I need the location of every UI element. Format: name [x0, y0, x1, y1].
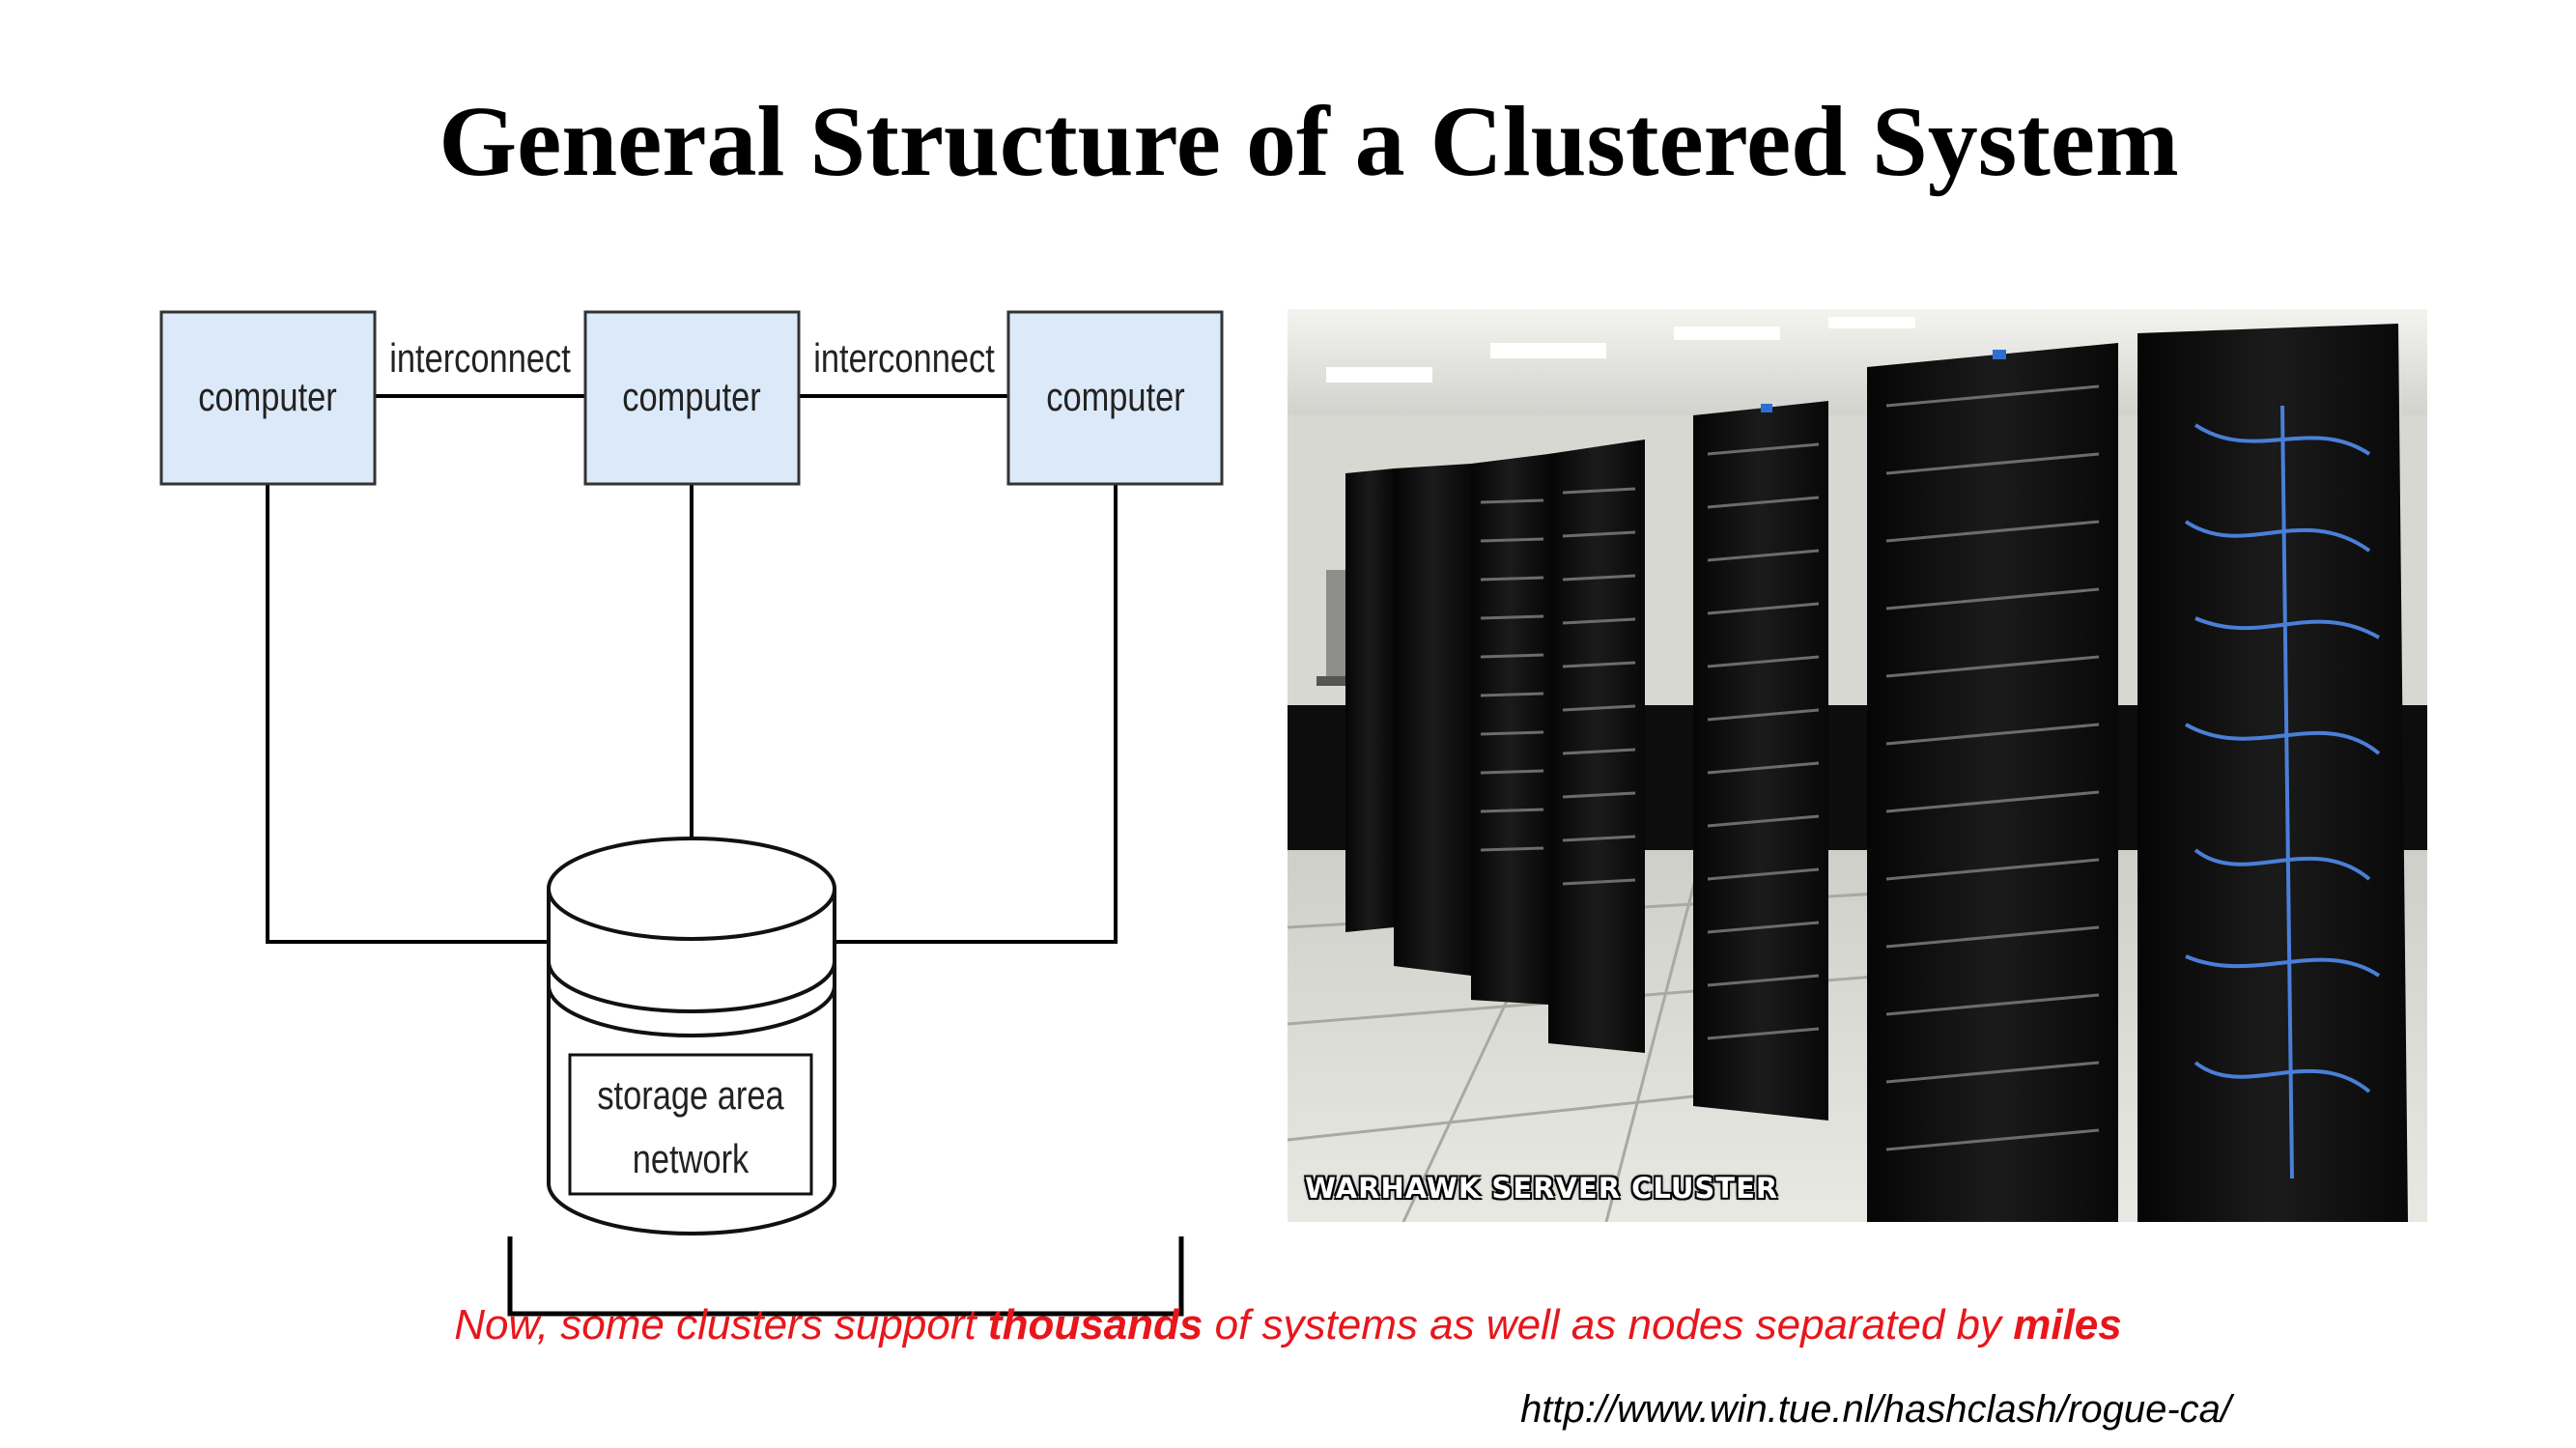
slide-title: General Structure of a Clustered System [439, 86, 2179, 197]
computer-node-1 [159, 310, 377, 486]
source-url[interactable]: http://www.win.tue.nl/hashclash/rogue-ca… [1520, 1388, 2231, 1431]
san-link-left [266, 485, 551, 944]
computer-label-2: computer [622, 375, 761, 420]
footnote-text-1: Now, some clusters support [454, 1301, 988, 1349]
footnote-emphasis-thousands: thousands [987, 1301, 1203, 1349]
storage-label-box [568, 1053, 813, 1196]
storage-label-line1: storage area [597, 1073, 784, 1119]
footnote-text-2: of systems as well as nodes separated by [1203, 1301, 2014, 1349]
interconnect-label-2: interconnect [813, 336, 995, 382]
server-cluster-photo: WARHAWK SERVER CLUSTER [1288, 309, 2427, 1222]
photo-caption: WARHAWK SERVER CLUSTER [1305, 1172, 1779, 1205]
san-link-right [835, 485, 1118, 944]
bracket-line [507, 1236, 1184, 1317]
cluster-diagram: computer computer computer interconnect … [0, 0, 1256, 1352]
computer-label-3: computer [1046, 375, 1185, 420]
storage-label-line2: network [633, 1137, 750, 1182]
computer-node-3 [1006, 310, 1224, 486]
computer-label-1: computer [198, 375, 337, 420]
footnote: Now, some clusters support thousands of … [0, 1301, 2576, 1349]
computer-node-2 [583, 310, 801, 486]
interconnect-label-1: interconnect [389, 336, 571, 382]
storage-cylinder [547, 837, 836, 1235]
footnote-emphasis-miles: miles [2013, 1301, 2122, 1349]
